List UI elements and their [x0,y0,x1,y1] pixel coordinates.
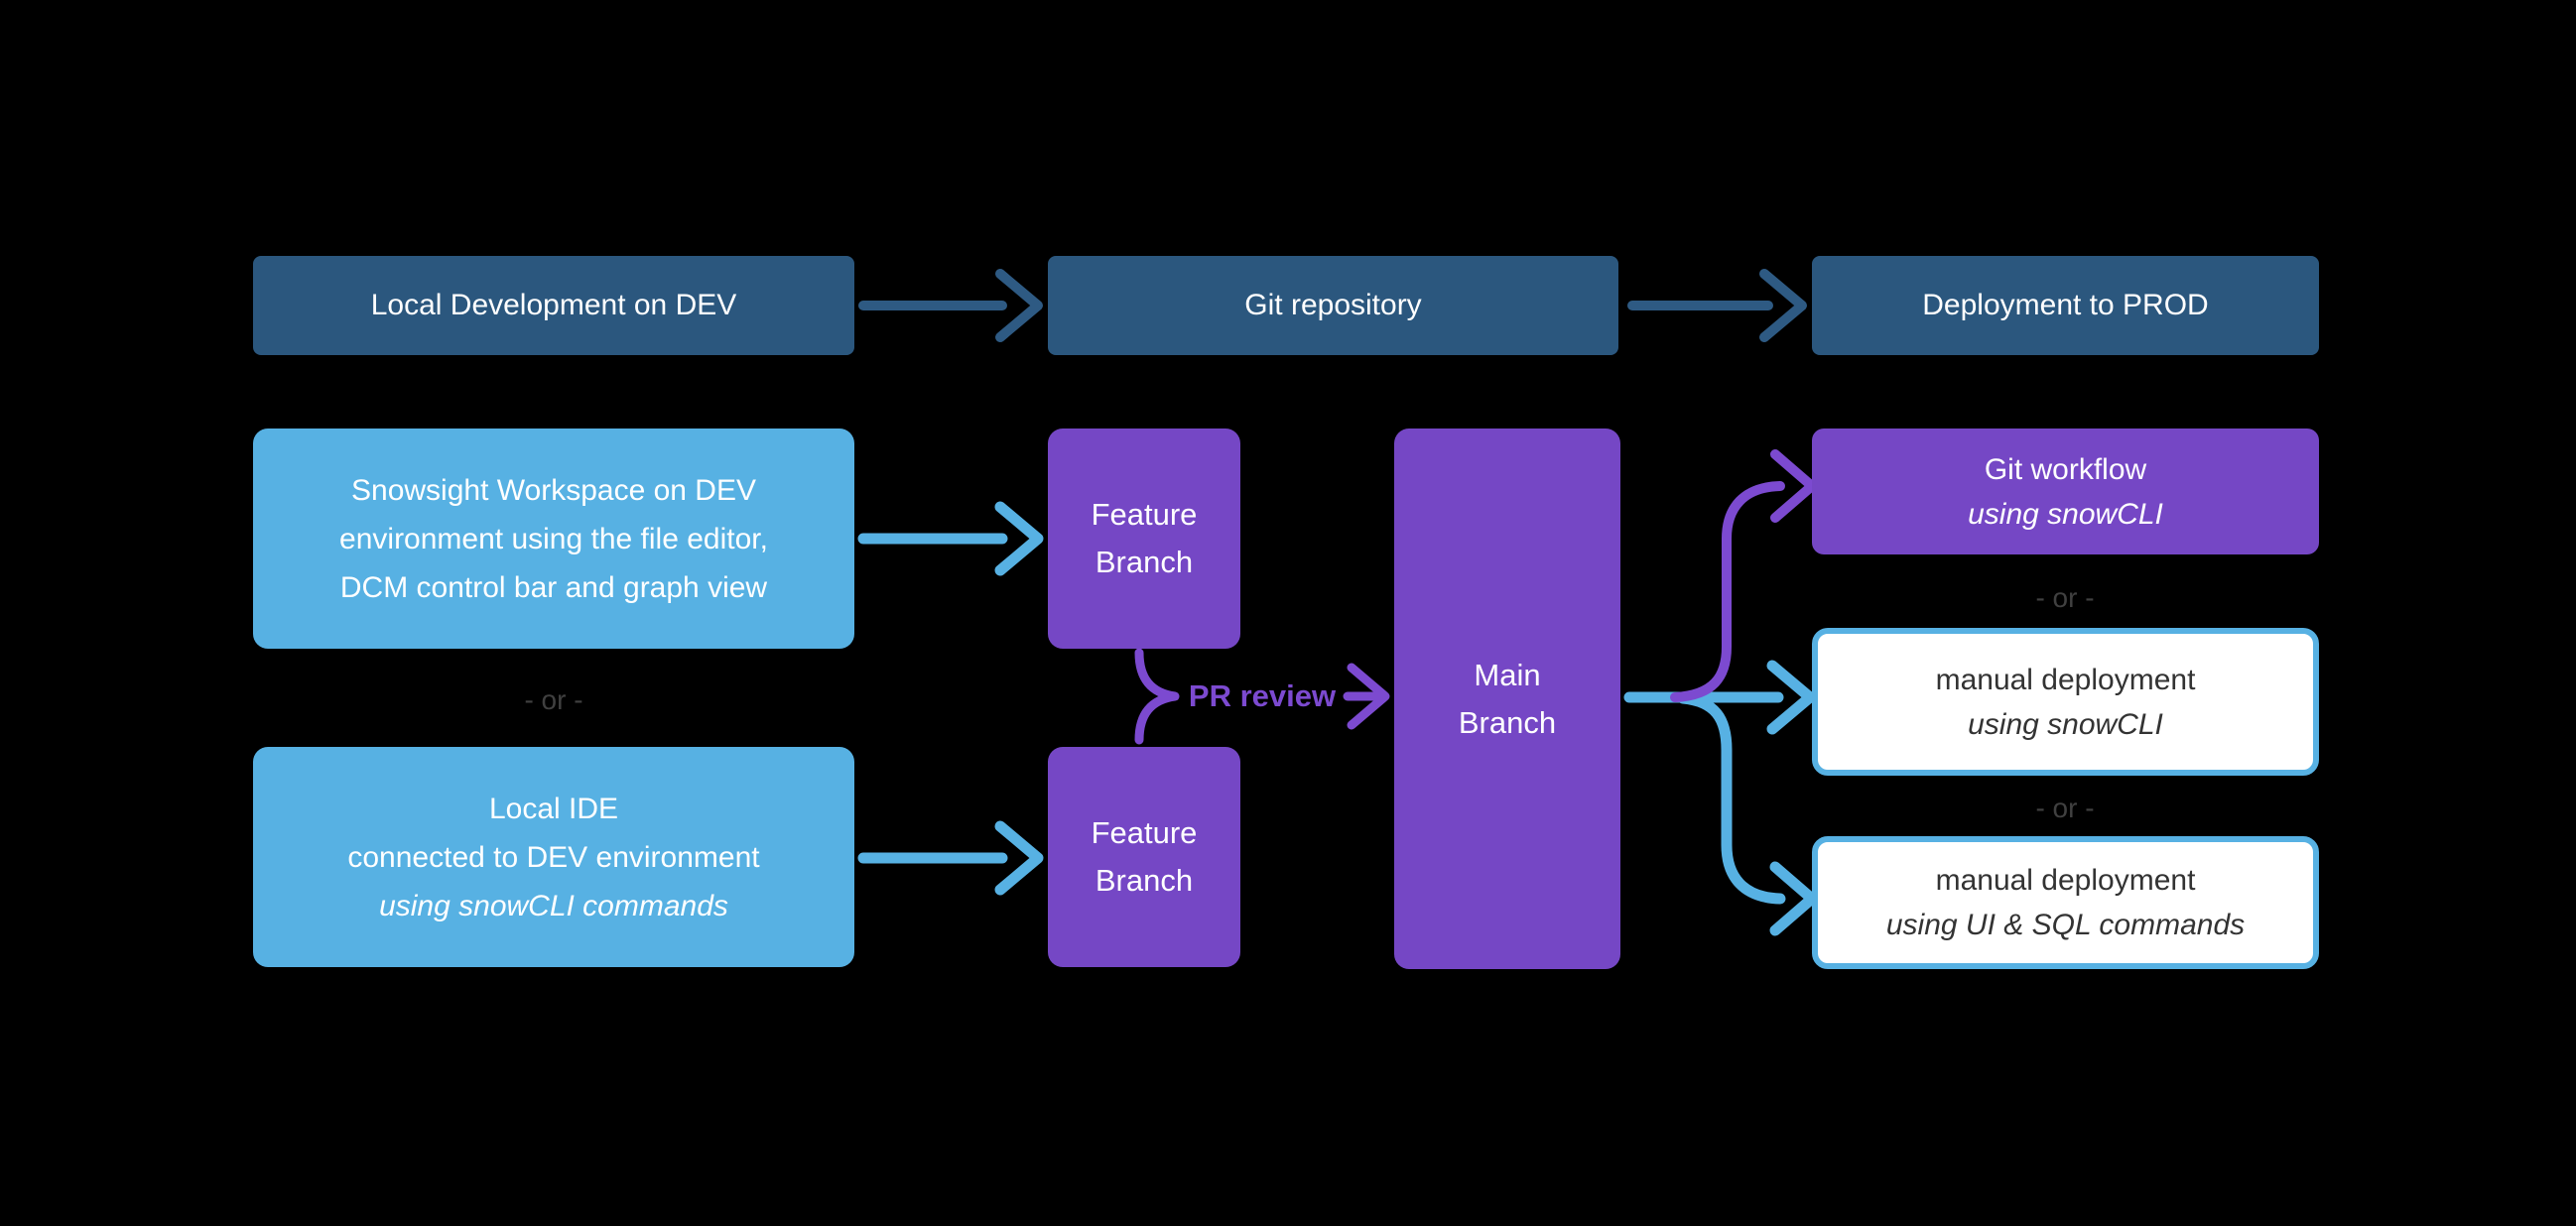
pr-review-label: PR review [1188,678,1337,713]
node-manual-deployment-snowcli: manual deployment using snowCLI [1812,628,2319,776]
node-label-line: Feature [1091,497,1198,532]
node-label-line: Branch [1095,545,1194,579]
node-label-line: DCM control bar and graph view [339,570,768,604]
node-manual-deployment-ui-sql: manual deployment using UI & SQL command… [1812,836,2319,969]
or-separator-left: - or - [524,684,583,715]
node-label-line: manual deployment [1935,663,2196,696]
node-label-line: Git workflow [1984,452,2147,486]
node-label-line-italic: using snowCLI [1968,707,2163,741]
or-separator-right-2: - or - [2035,793,2095,823]
arrow-localide-to-feature [857,820,1044,896]
node-main-branch: Main Branch [1394,429,1620,969]
or-separator-right-1: - or - [2035,582,2095,613]
node-label-line-italic: using snowCLI commands [379,889,728,922]
node-label-line-italic: using UI & SQL commands [1885,909,2246,941]
arrow-prreview-to-main [1343,663,1390,730]
node-label-line: Main [1474,657,1541,692]
node-label-line: Branch [1095,863,1194,898]
node-label: Deployment to PROD [1922,289,2209,321]
node-deployment-to-prod: Deployment to PROD [1812,256,2319,355]
node-label: Local Development on DEV [370,289,737,321]
merge-brace [1134,648,1180,745]
arrow-main-to-manual-ui [1677,692,1818,936]
node-label-line: Snowsight Workspace on DEV [351,473,756,507]
node-snowsight-workspace: Snowsight Workspace on DEV environment u… [253,429,854,649]
node-label-line: Local IDE [488,792,619,825]
arrow-main-to-manual-cli [1623,660,1816,735]
node-label-line: environment using the file editor, [339,522,768,555]
node-label-line: Feature [1091,815,1198,850]
node-label: Git repository [1244,289,1422,321]
node-label-line: connected to DEV environment [347,840,760,874]
node-git-workflow: Git workflow using snowCLI [1812,429,2319,554]
arrow-localdev-to-gitrepo [858,269,1043,342]
node-local-development-on-dev: Local Development on DEV [253,256,854,355]
node-label-line: Branch [1458,704,1557,740]
arrow-main-to-gitworkflow [1670,449,1817,702]
node-feature-branch-top: Feature Branch [1048,429,1240,649]
node-feature-branch-bottom: Feature Branch [1048,747,1240,967]
node-local-ide: Local IDE connected to DEV environment u… [253,747,854,967]
node-label-line: manual deployment [1935,864,2196,897]
arrow-gitrepo-to-prod [1627,269,1807,342]
arrow-snowsight-to-feature [857,501,1044,576]
node-label-line-italic: using snowCLI [1968,497,2163,531]
node-git-repository: Git repository [1048,256,1618,355]
